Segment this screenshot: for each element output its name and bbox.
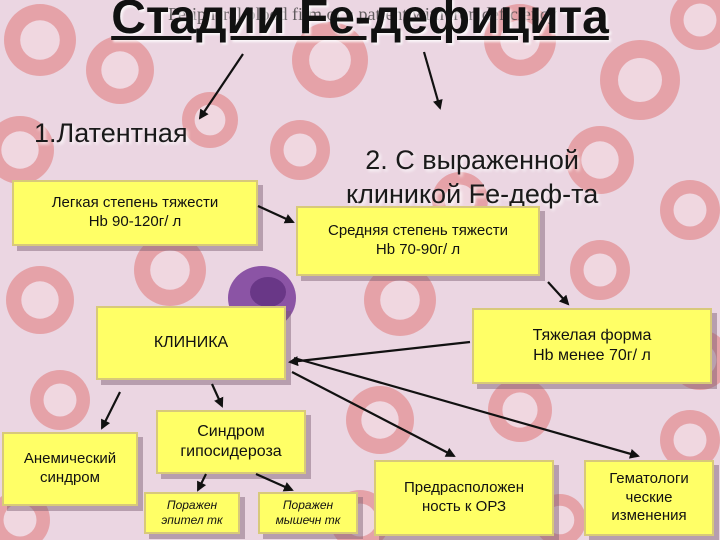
box-epithelium-text: Поражен эпител тк: [161, 498, 222, 528]
box-muscle: Поражен мышечн тк: [258, 492, 358, 534]
box-anemic-text: Анемический синдром: [24, 450, 116, 488]
red-blood-cell-pallor: [284, 134, 317, 167]
box-moderate-severity: Средняя степень тяжести Hb 70-90г/ л: [296, 206, 540, 276]
box-hyposiderosis-text: Синдром гипосидероза: [180, 422, 281, 462]
red-blood-cell-pallor: [150, 250, 190, 290]
box-hyposiderosis-syndrome: Синдром гипосидероза: [156, 410, 306, 474]
box-clinic-text: КЛИНИКА: [154, 333, 228, 353]
red-blood-cell-pallor: [4, 504, 37, 537]
red-blood-cell-pallor: [101, 51, 138, 88]
red-blood-cell-pallor: [195, 105, 226, 136]
red-blood-cell-pallor: [674, 194, 707, 227]
red-blood-cell-pallor: [584, 254, 617, 287]
box-ari-predisposition: Предрасположен ность к ОРЗ: [374, 460, 554, 536]
red-blood-cell-pallor: [21, 281, 58, 318]
red-blood-cell-pallor: [618, 58, 662, 102]
red-blood-cell-pallor: [44, 384, 77, 417]
stage-1-heading: 1.Латентная: [34, 118, 188, 149]
stage-2-heading: 2. С выраженной клиникой Fe-деф-та: [346, 110, 598, 211]
box-severe-form: Тяжелая форма Hb менее 70г/ л: [472, 308, 712, 384]
box-anemic-syndrome: Анемический синдром: [2, 432, 138, 506]
stage-2-heading-text: 2. С выраженной клиникой Fe-деф-та: [346, 145, 598, 209]
box-mild-severity: Легкая степень тяжести Hb 90-120г/ л: [12, 180, 258, 246]
red-blood-cell-pallor: [309, 39, 351, 81]
red-blood-cell-pallor: [361, 401, 398, 438]
red-blood-cell-pallor: [502, 392, 537, 427]
box-mild-text: Легкая степень тяжести Hb 90-120г/ л: [52, 194, 219, 232]
slide-title: Стадии Fe-дефицита: [0, 0, 720, 45]
box-ari-text: Предрасположен ность к ОРЗ: [404, 479, 524, 517]
box-moderate-text: Средняя степень тяжести Hb 70-90г/ л: [328, 222, 508, 260]
box-hematologic-text: Гематологи ческие изменения: [609, 470, 689, 526]
box-clinic: КЛИНИКА: [96, 306, 286, 380]
box-epithelium: Поражен эпител тк: [144, 492, 240, 534]
red-blood-cell-pallor: [674, 424, 707, 457]
box-hematologic-changes: Гематологи ческие изменения: [584, 460, 714, 536]
red-blood-cell-pallor: [380, 280, 420, 320]
box-muscle-text: Поражен мышечн тк: [276, 498, 341, 528]
box-severe-text: Тяжелая форма Hb менее 70г/ л: [533, 326, 652, 366]
